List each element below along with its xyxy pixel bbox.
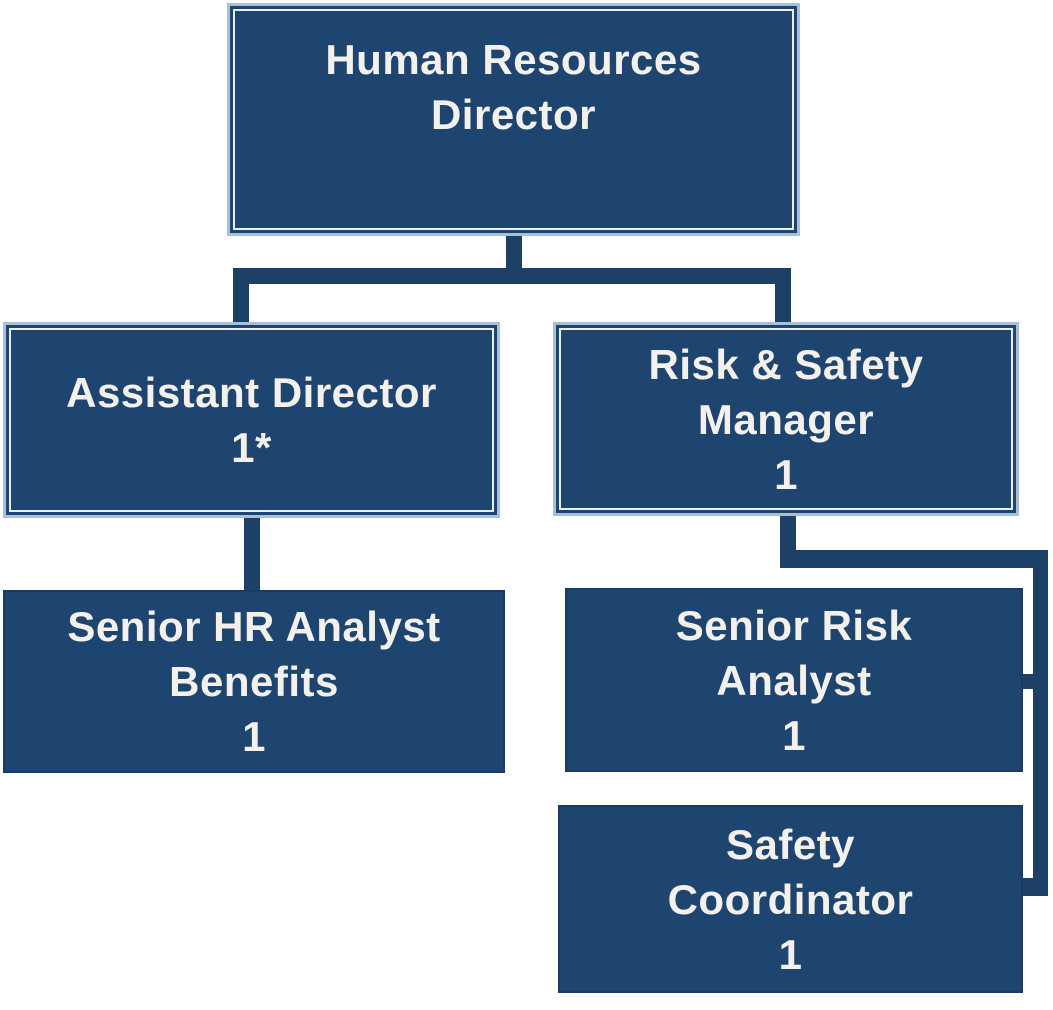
node-senior-hr-analyst-benefits: Senior HR Analyst Benefits 1 xyxy=(3,590,505,773)
node-title-line: Director xyxy=(430,91,597,138)
node-title-line: Analyst xyxy=(716,656,872,704)
connector-manager-feed-bar xyxy=(780,550,1048,568)
node-title-line: Benefits xyxy=(169,658,339,705)
node-safety-coordinator: Safety Coordinator 1 xyxy=(558,805,1023,993)
node-title-line: Coordinator xyxy=(667,875,914,923)
node-count-line: 1 xyxy=(778,930,803,978)
node-title-line: Senior HR Analyst xyxy=(67,603,441,650)
node-count-line: 1* xyxy=(231,424,272,471)
connector-director-stub xyxy=(506,235,522,275)
connector-left-drop xyxy=(233,268,249,324)
connector-right-drop xyxy=(775,268,791,324)
node-count-line: 1 xyxy=(242,713,266,760)
node-title-line: Human Resources xyxy=(325,36,702,83)
node-senior-risk-analyst: Senior Risk Analyst 1 xyxy=(565,588,1023,772)
connector-safety-coordinator-tab xyxy=(1020,878,1033,896)
node-assistant-director: Assistant Director 1* xyxy=(3,322,500,518)
node-human-resources-director: Human Resources Director xyxy=(227,3,800,236)
connector-senior-risk-analyst-tab xyxy=(1020,674,1033,689)
node-count-line: 1 xyxy=(782,711,806,759)
connector-horizontal-bar xyxy=(233,268,791,284)
connector-right-rail xyxy=(1033,550,1048,896)
node-title-line: Manager xyxy=(697,395,875,443)
node-title-line: Senior Risk xyxy=(675,601,913,649)
node-count-line: 1 xyxy=(774,450,798,498)
node-title-line: Assistant Director xyxy=(66,369,437,416)
node-title-line: Risk & Safety xyxy=(648,340,924,388)
node-title-line: Safety xyxy=(725,820,856,868)
node-risk-safety-manager: Risk & Safety Manager 1 xyxy=(553,322,1019,516)
connector-assistant-director-stub xyxy=(244,516,260,592)
